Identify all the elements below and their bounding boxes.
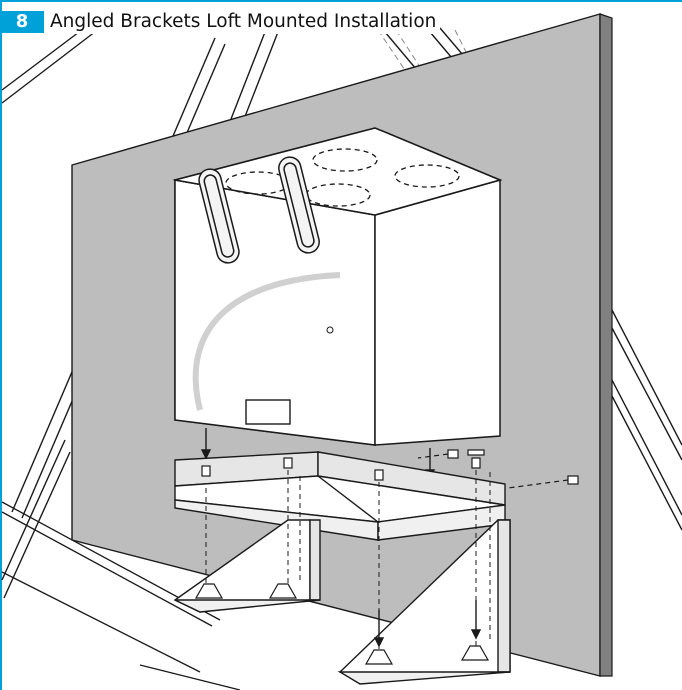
heat-recovery-unit: [172, 127, 503, 446]
step-number-badge: 8: [0, 11, 44, 33]
shelf-bolts: [201, 449, 485, 481]
panel-left-border: [0, 0, 2, 690]
wall-screws: [417, 449, 579, 489]
bracket-arrows: [373, 600, 482, 648]
bracket-anti-vibration-mounts: [194, 583, 490, 665]
page-title: Angled Brackets Loft Mounted Installatio…: [50, 10, 441, 34]
panel-top-border: [0, 0, 682, 2]
mounting-shelf: [174, 451, 506, 541]
